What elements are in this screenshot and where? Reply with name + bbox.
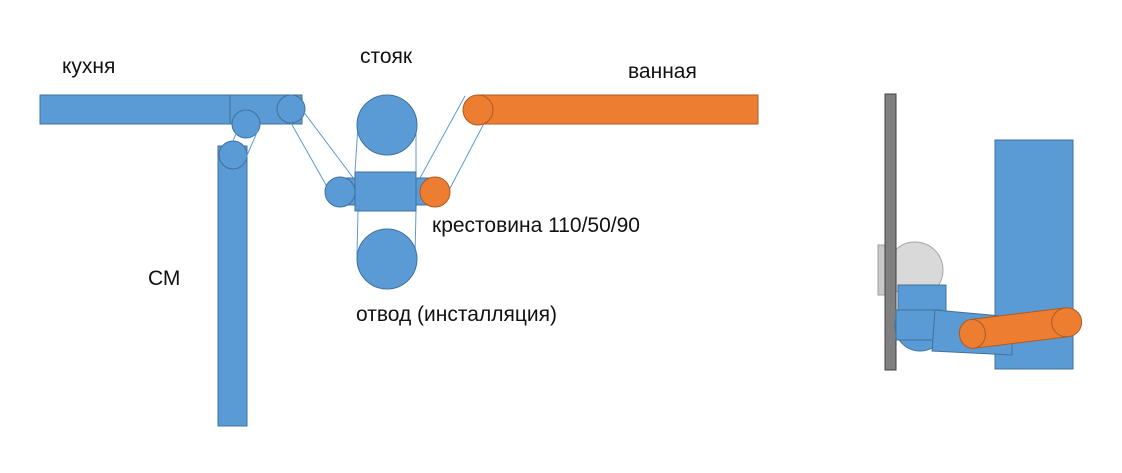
kitchen-end-circle	[276, 94, 306, 124]
cross-fitting-right-orange-circle	[419, 176, 451, 208]
label-elbow: отвод (инсталляция)	[356, 303, 557, 326]
connector-lines	[232, 94, 491, 256]
wall	[884, 93, 897, 371]
riser-circle	[356, 94, 418, 156]
label-cross-fitting: крестовина 110/50/90	[432, 214, 640, 237]
kitchen-pipe	[39, 94, 303, 125]
label-bathroom: ванная	[628, 60, 697, 83]
cross-fitting-body	[354, 171, 417, 212]
junction-circle-lower	[218, 140, 248, 170]
label-washer: СМ	[148, 267, 180, 290]
label-kitchen: кухня	[62, 55, 115, 78]
bathroom-pipe	[477, 94, 759, 125]
cross-fitting-left-circle	[324, 176, 356, 208]
label-riser: стояк	[360, 45, 413, 68]
side-orange-pipe	[958, 307, 1083, 349]
side-fitting-body	[895, 309, 941, 341]
elbow-circle	[356, 228, 418, 290]
washer-pipe	[217, 145, 248, 427]
bathroom-end-circle	[462, 94, 494, 126]
side-view	[877, 93, 1083, 371]
side-fitting-top	[897, 284, 947, 312]
